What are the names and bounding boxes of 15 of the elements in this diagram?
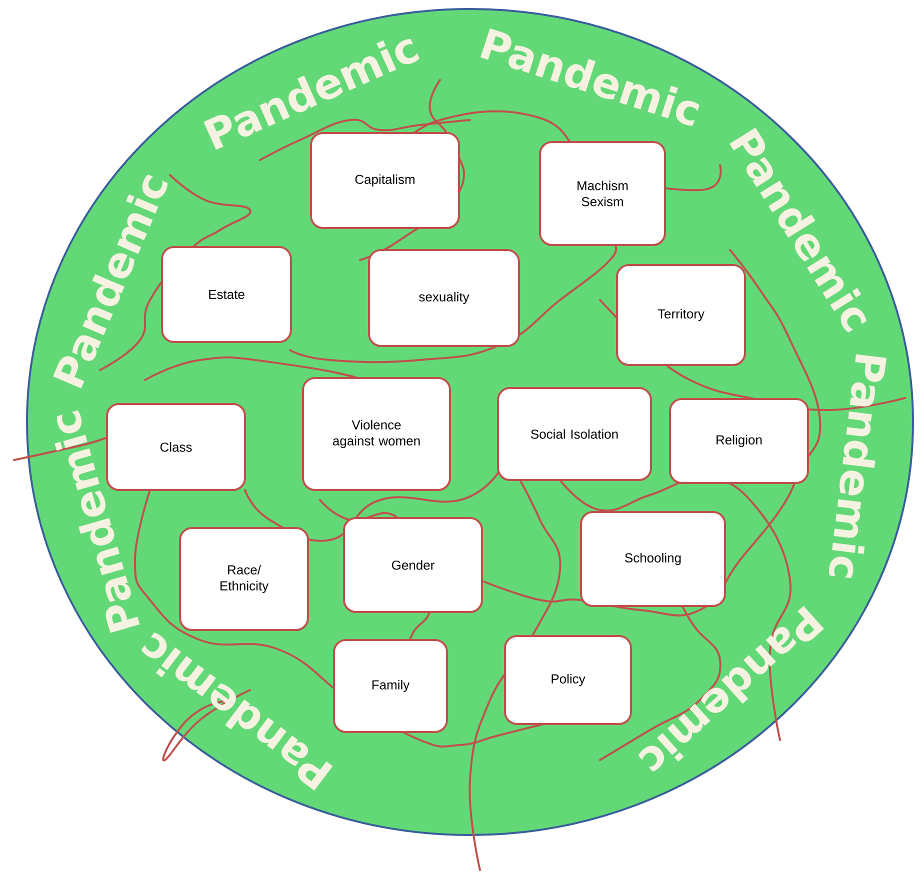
topic-box: Religion	[669, 398, 809, 484]
topic-box: Family	[333, 639, 448, 733]
topic-box: Policy	[504, 635, 632, 725]
ring-text: Pandemic	[829, 354, 886, 578]
topic-box: Race/ Ethnicity	[179, 527, 309, 631]
topic-box: Social Isolation	[497, 387, 652, 481]
topic-box: Territory	[616, 264, 746, 366]
topic-box: sexuality	[368, 249, 520, 347]
topic-box: Capitalism	[310, 132, 460, 229]
topic-box: Estate	[161, 246, 292, 343]
topic-box: Schooling	[580, 511, 726, 607]
topic-box: Machism Sexism	[539, 141, 666, 246]
topic-box: Violence against women	[302, 377, 451, 491]
topic-box: Gender	[343, 517, 483, 613]
topic-box: Class	[106, 403, 246, 491]
